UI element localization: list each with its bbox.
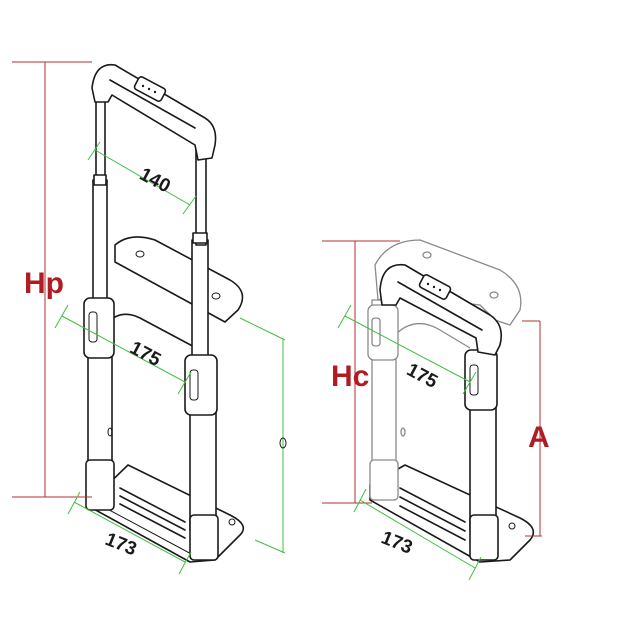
tube-spacing-value: 175: [126, 338, 164, 372]
base-ribs: [119, 487, 186, 539]
collapsed-tube-spacing-value: 175: [403, 359, 441, 393]
left-mid-tube: [92, 179, 108, 303]
grip-width-line: [94, 149, 191, 206]
base-width-value: 173: [102, 529, 139, 560]
collapsed-dimensions: Hc 175 173 A: [322, 240, 550, 581]
left-foot: [85, 459, 115, 511]
hp-label: Hp: [24, 267, 64, 300]
collapsed-handle-drawing: [367, 239, 535, 563]
collapsed-base-width-line: [359, 499, 476, 569]
top-grip: [91, 63, 217, 161]
collapsed-grip: [379, 263, 503, 356]
mount-label: A: [528, 421, 550, 454]
collapsed-tube-spacing-line: [344, 315, 471, 383]
collapsed-top-bracket: [374, 239, 522, 326]
collapsed-base-ribs: [399, 487, 466, 541]
base-width-line: [73, 501, 186, 563]
mid-bracket: [114, 236, 244, 323]
tube-spacing-line: [61, 315, 186, 383]
bracket-arch: [104, 313, 201, 351]
right-foot: [189, 514, 219, 561]
extended-handle-drawing: [83, 63, 245, 563]
collapsed-arch: [394, 323, 471, 349]
left-inner-tube: [95, 94, 106, 184]
hc-label: Hc: [331, 360, 369, 393]
depth-marker-icon: [279, 437, 287, 449]
collapsed-base-width-value: 173: [378, 527, 415, 558]
